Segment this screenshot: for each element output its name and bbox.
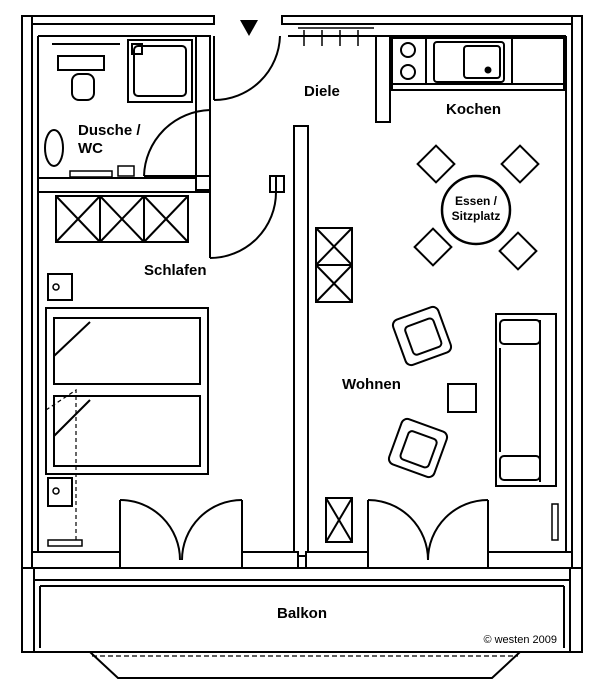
label-dusche: Dusche / bbox=[78, 122, 141, 139]
entrance-arrow-icon bbox=[240, 20, 258, 36]
copyright-text: © westen 2009 bbox=[483, 634, 557, 646]
bathroom-cabinet bbox=[117, 165, 135, 177]
toilet bbox=[57, 55, 105, 101]
kitchen-counter bbox=[391, 37, 565, 91]
shower-tray bbox=[127, 39, 193, 103]
living-balcony-door[interactable] bbox=[367, 499, 489, 568]
label-wc: WC bbox=[78, 140, 103, 157]
label-diele: Diele bbox=[304, 83, 340, 100]
south-wall bbox=[31, 551, 573, 569]
label-balkon: Balkon bbox=[277, 605, 327, 622]
armchair-bottom bbox=[387, 417, 449, 479]
bed-dashed-outline bbox=[45, 388, 77, 540]
label-wohnen: Wohnen bbox=[342, 376, 401, 393]
entrance-door[interactable] bbox=[213, 35, 281, 101]
bathroom-walls bbox=[37, 35, 211, 193]
nightstand-bottom bbox=[47, 477, 73, 507]
label-essen: Essen / bbox=[455, 194, 498, 208]
bedroom-radiator bbox=[47, 539, 83, 547]
armchair-top bbox=[391, 305, 453, 367]
balcony bbox=[21, 567, 583, 679]
central-wall bbox=[293, 125, 309, 557]
partition-wall-left bbox=[275, 175, 285, 193]
label-schlafen: Schlafen bbox=[144, 262, 207, 279]
bedroom-balcony-door[interactable] bbox=[119, 499, 243, 568]
bathroom-door[interactable] bbox=[143, 109, 211, 177]
shelf-living bbox=[325, 497, 353, 543]
nightstand-top bbox=[47, 273, 73, 301]
double-bed bbox=[45, 307, 209, 475]
bathroom-shelf bbox=[69, 170, 113, 178]
label-kochen: Kochen bbox=[446, 101, 501, 118]
coffee-table bbox=[447, 383, 477, 413]
sofa bbox=[495, 313, 557, 487]
kitchen-wall bbox=[375, 35, 391, 123]
wardrobe-bedroom bbox=[55, 195, 189, 243]
dining-table bbox=[440, 174, 512, 246]
sink-icon bbox=[44, 129, 64, 167]
dining-chairs bbox=[413, 144, 540, 271]
living-radiator bbox=[551, 503, 559, 541]
wardrobe-hall bbox=[315, 227, 353, 303]
bedroom-door[interactable] bbox=[195, 175, 285, 259]
label-sitzplatz: Sitzplatz bbox=[452, 209, 501, 223]
